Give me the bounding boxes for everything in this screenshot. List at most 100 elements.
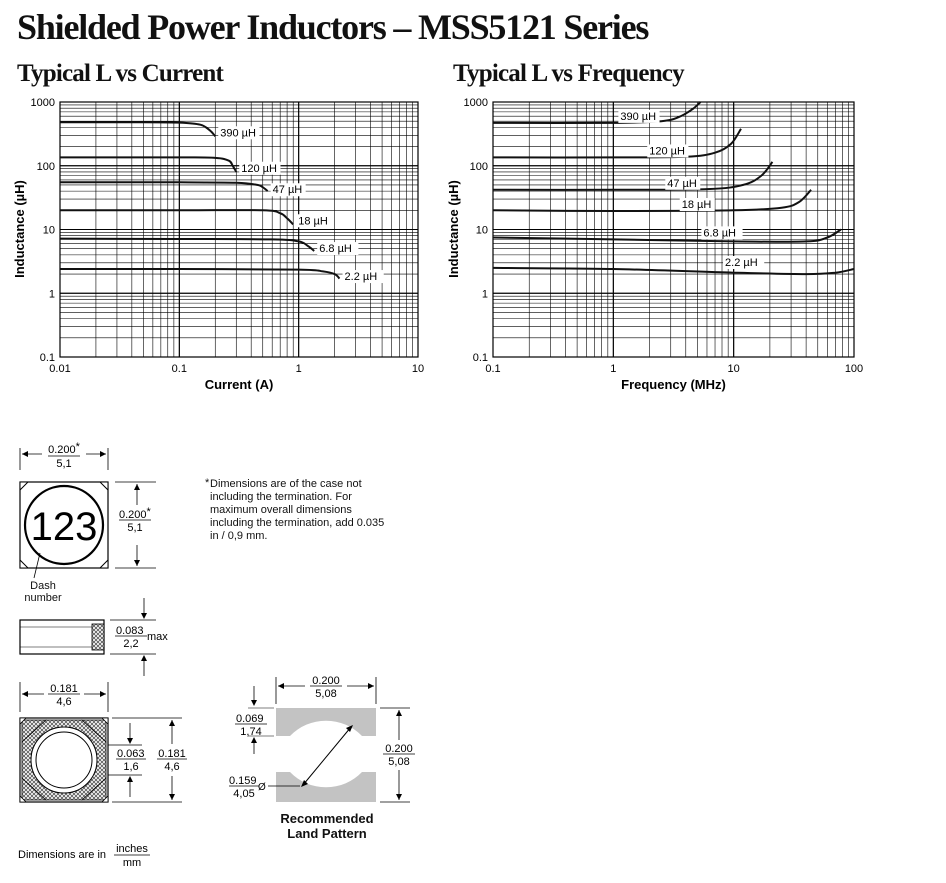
- series-line: [60, 121, 217, 138]
- series-label: 18 µH: [298, 215, 328, 227]
- y-axis-label: Inductance (µH): [446, 180, 461, 278]
- top-height-mm: 5,1: [127, 522, 142, 534]
- series-line: [492, 228, 842, 243]
- bottom-width-value: 0.181: [50, 683, 78, 695]
- top-view: 0.200* 5,1 123 0.200* 5,1: [19, 441, 156, 579]
- units-legend: Dimensions are in inches mm: [18, 843, 150, 869]
- y-tick-label: 0.1: [40, 352, 55, 364]
- y-tick-label: 10: [476, 225, 488, 237]
- plot-frame: [59, 101, 419, 358]
- series-label-bg: [665, 176, 701, 190]
- top-width-mm: 5,1: [56, 458, 71, 470]
- land-height-mm: 5,08: [388, 756, 409, 768]
- series-line: [59, 267, 341, 280]
- series-line: [492, 101, 702, 125]
- series-line: [492, 266, 855, 276]
- series-line: [492, 161, 774, 191]
- note-star: *: [205, 477, 210, 489]
- series-label: 2.2 µH: [345, 271, 378, 283]
- y-tick-label: 1000: [31, 97, 55, 109]
- land-diameter-value: 0.159: [229, 775, 257, 787]
- dash-number-label: Dash number: [24, 580, 62, 604]
- units-mm: mm: [123, 857, 141, 869]
- bottom-height-mm: 4,6: [164, 761, 179, 773]
- land-pattern-caption: Recommended Land Pattern: [280, 811, 374, 841]
- chart-title-current: Typical L vs Current: [17, 60, 224, 87]
- inner-mm: 1,6: [123, 761, 138, 773]
- x-tick-label: 0.01: [49, 363, 70, 375]
- land-gap-value: 0.069: [236, 713, 264, 725]
- series-label-bg: [701, 226, 743, 240]
- series-line: [492, 189, 812, 213]
- case-note-text: Dimensions are of the case not including…: [210, 478, 385, 542]
- x-tick-label: 10: [412, 363, 424, 375]
- bottom-width-mm: 4,6: [56, 696, 71, 708]
- land-width-value: 0.200: [312, 675, 340, 687]
- land-gap-mm: 1,74: [240, 726, 261, 738]
- series-label-bg: [317, 242, 359, 256]
- land-diameter-mm: 4,05: [233, 788, 254, 800]
- series-label-bg: [270, 183, 306, 197]
- part-marking: 123: [31, 505, 98, 549]
- units-inches: inches: [116, 843, 148, 855]
- series-label: 18 µH: [682, 199, 712, 211]
- series-line: [492, 128, 742, 159]
- y-tick-label: 1000: [464, 97, 488, 109]
- series-line: [60, 156, 238, 173]
- x-tick-label: 10: [728, 363, 740, 375]
- x-axis-label: Frequency (MHz): [621, 377, 726, 392]
- series-label-bg: [239, 161, 281, 175]
- x-tick-label: 100: [845, 363, 863, 375]
- y-tick-label: 1: [49, 288, 55, 300]
- height-suffix: max: [147, 631, 168, 643]
- x-tick-label: 0.1: [485, 363, 500, 375]
- series-label-bg: [618, 109, 660, 123]
- series-label: 390 µH: [220, 127, 256, 139]
- plot-frame: [492, 101, 855, 358]
- series-line: [59, 181, 269, 192]
- height-value: 0.083: [116, 625, 144, 637]
- x-tick-label: 0.1: [172, 363, 187, 375]
- top-width-value: 0.200*: [48, 441, 81, 456]
- bottom-view: 0.181 4,6 0.063 1,6 0.181 4,6: [19, 682, 187, 803]
- series-label-bg: [218, 126, 260, 140]
- series-label: 47 µH: [273, 184, 303, 196]
- x-tick-label: 1: [296, 363, 302, 375]
- series-label: 390 µH: [620, 111, 656, 123]
- side-view: 0.083 2,2 max: [19, 598, 168, 676]
- y-tick-label: 1: [482, 288, 488, 300]
- series-label: 6.8 µH: [319, 243, 352, 255]
- top-height-value: 0.200*: [119, 506, 152, 521]
- series-label-bg: [647, 144, 689, 158]
- chart-title-frequency: Typical L vs Frequency: [453, 60, 685, 87]
- series-label-bg: [296, 214, 332, 228]
- units-text: Dimensions are in: [18, 849, 106, 861]
- series-label-bg: [679, 198, 715, 212]
- land-width-mm: 5,08: [315, 688, 336, 700]
- series-label: 47 µH: [667, 178, 697, 190]
- series-label-bg: [342, 270, 384, 284]
- y-tick-label: 100: [37, 161, 55, 173]
- series-label: 2.2 µH: [725, 257, 758, 269]
- inner-value: 0.063: [117, 748, 145, 760]
- land-height-value: 0.200: [385, 743, 413, 755]
- y-axis-label: Inductance (µH): [12, 180, 27, 278]
- case-dimension-note: * Dimensions are of the case not includi…: [205, 477, 390, 543]
- series-label: 120 µH: [649, 145, 685, 157]
- y-tick-label: 100: [470, 161, 488, 173]
- diameter-symbol-icon: Ø: [258, 782, 266, 793]
- x-tick-label: 1: [610, 363, 616, 375]
- y-tick-label: 0.1: [473, 352, 488, 364]
- series-label-bg: [723, 256, 765, 270]
- y-tick-label: 10: [43, 225, 55, 237]
- land-pattern: 0.200 5,08 0.069 1,74 0.159 4,05 Ø 0.200…: [229, 675, 415, 803]
- series-line: [59, 237, 315, 252]
- series-label: 6.8 µH: [703, 227, 736, 239]
- page-title: Shielded Power Inductors – MSS5121 Serie…: [17, 7, 649, 47]
- height-mm: 2,2: [123, 638, 138, 650]
- bottom-height-value: 0.181: [158, 748, 186, 760]
